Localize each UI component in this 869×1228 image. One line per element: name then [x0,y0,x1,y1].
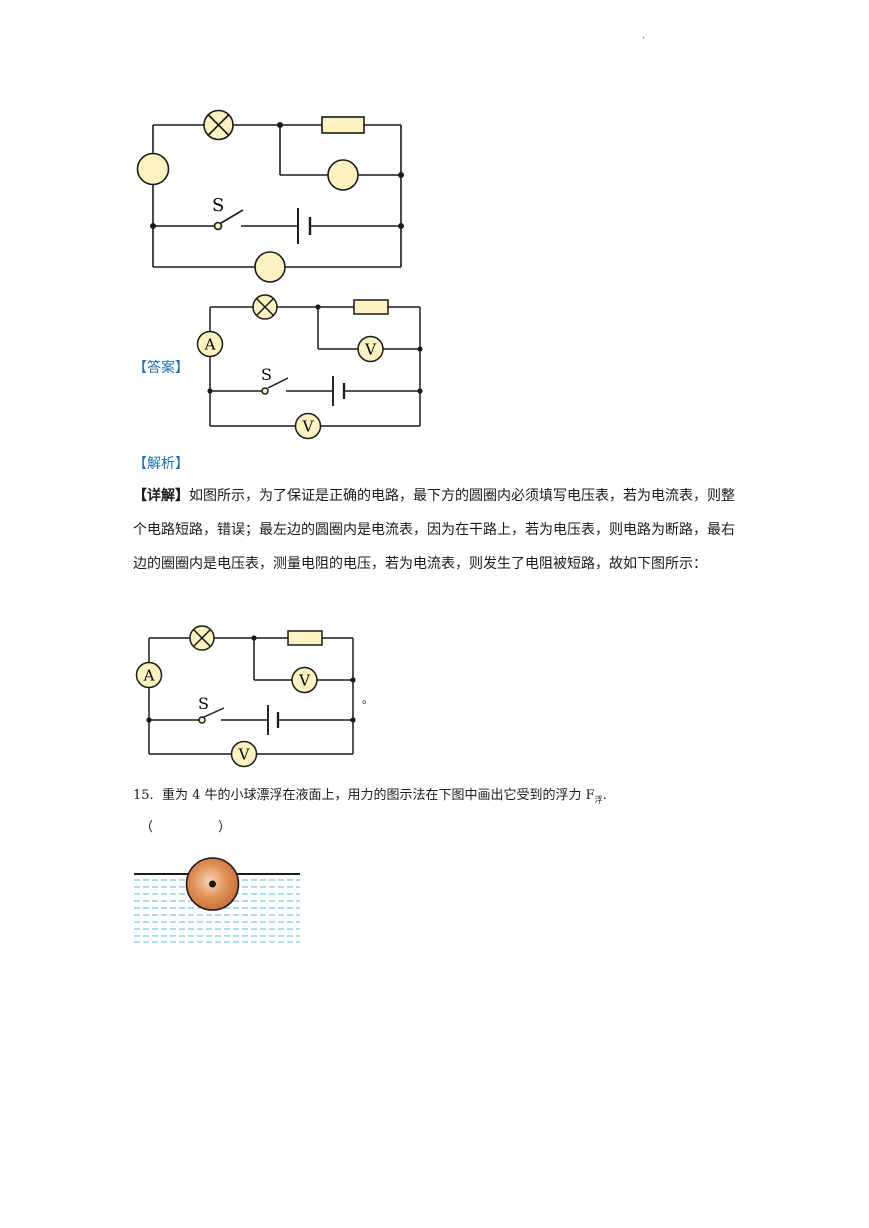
switch-pivot [261,387,269,395]
ammeter-label: A [204,336,216,354]
question-15: 15. 重为 4 牛的小球漂浮在液面上，用力的图示法在下图中画出它受到的浮力 F… [133,784,607,806]
header-mark: . [642,30,646,41]
circuit-analysis-figure: A V V S [135,625,356,768]
voltmeter-label: V [302,418,315,436]
circuit-answer-figure: A V V S [196,294,423,440]
voltmeter-label: V [298,672,311,690]
voltmeter-bottom [230,740,258,768]
floating-ball-figure [134,857,300,943]
meter-circle-left [136,152,170,186]
question-number: 15. [133,788,154,803]
question-subscript: 浮 [594,795,603,805]
resistor-icon [287,630,323,646]
voltmeter-bottom [294,412,322,440]
ball-center-dot [209,880,216,888]
switch-label: S [212,195,224,216]
meter-circle-right [327,159,359,191]
detail-text: 如图所示，为了保证是正确的电路，最下方的圆圈内必须填写电压表，若为电流表，则整个… [133,488,735,572]
voltmeter-label: V [364,341,377,359]
answer-blank: （ ） [140,820,232,835]
ammeter-left [135,661,163,689]
ammeter-label: A [143,667,155,685]
end-mark: 。 [362,692,375,706]
voltmeter-label: V [238,746,251,764]
analysis-tag: 【解析】 [133,456,189,472]
question-end: . [602,788,607,803]
detail-lead: 【详解】 [133,488,189,504]
switch-pivot [213,221,223,231]
question-text: 重为 4 牛的小球漂浮在液面上，用力的图示法在下图中画出它受到的浮力 F [161,788,595,803]
resistor-icon [321,116,365,134]
resistor-icon [353,299,389,315]
detail-paragraph: 【详解】如图所示，为了保证是正确的电路，最下方的圆圈内必须填写电压表，若为电流表… [133,479,743,581]
switch-label: S [261,365,272,384]
meter-circle-bottom [254,251,286,283]
circuit-question-figure: S [136,109,404,283]
switch-pivot [198,716,206,724]
voltmeter-right [291,666,318,694]
ammeter-left [196,330,224,358]
answer-tag: 【答案】 [133,360,189,376]
switch-label: S [198,694,209,713]
voltmeter-right [357,335,384,363]
